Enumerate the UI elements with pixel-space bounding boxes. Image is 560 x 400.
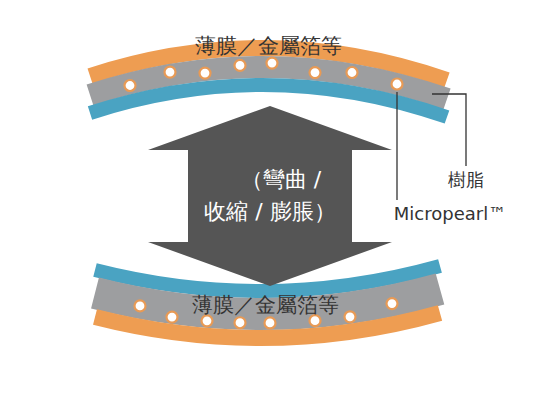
microsphere (267, 58, 278, 69)
arrow-fill (148, 106, 392, 286)
microsphere (202, 315, 213, 326)
arrow-shape (148, 106, 392, 286)
microsphere (345, 311, 356, 322)
microsphere (165, 67, 176, 78)
resin-label: 樹脂 (448, 170, 484, 190)
microsphere (392, 78, 403, 89)
arrow-caption: （彎曲 / 收縮 / 膨脹） (198, 164, 343, 228)
double-arrow: （彎曲 / 收縮 / 膨脹） (148, 106, 392, 286)
microsphere (235, 60, 246, 71)
microsphere (200, 68, 211, 79)
microsphere (167, 312, 178, 323)
microsphere (125, 80, 136, 91)
leader-line (396, 92, 397, 200)
microsphere (235, 317, 246, 328)
microsphere-label: Micropearl™ (394, 204, 506, 224)
microsphere (135, 300, 146, 311)
film-label: 薄膜／金屬箔等 (192, 294, 339, 317)
microsphere (310, 67, 321, 78)
microsphere (387, 298, 398, 309)
microsphere (347, 67, 358, 78)
microsphere (265, 317, 276, 328)
leader-line (432, 94, 466, 166)
microsphere-dots (125, 58, 403, 329)
film-label: 薄膜／金屬箔等 (195, 35, 342, 58)
